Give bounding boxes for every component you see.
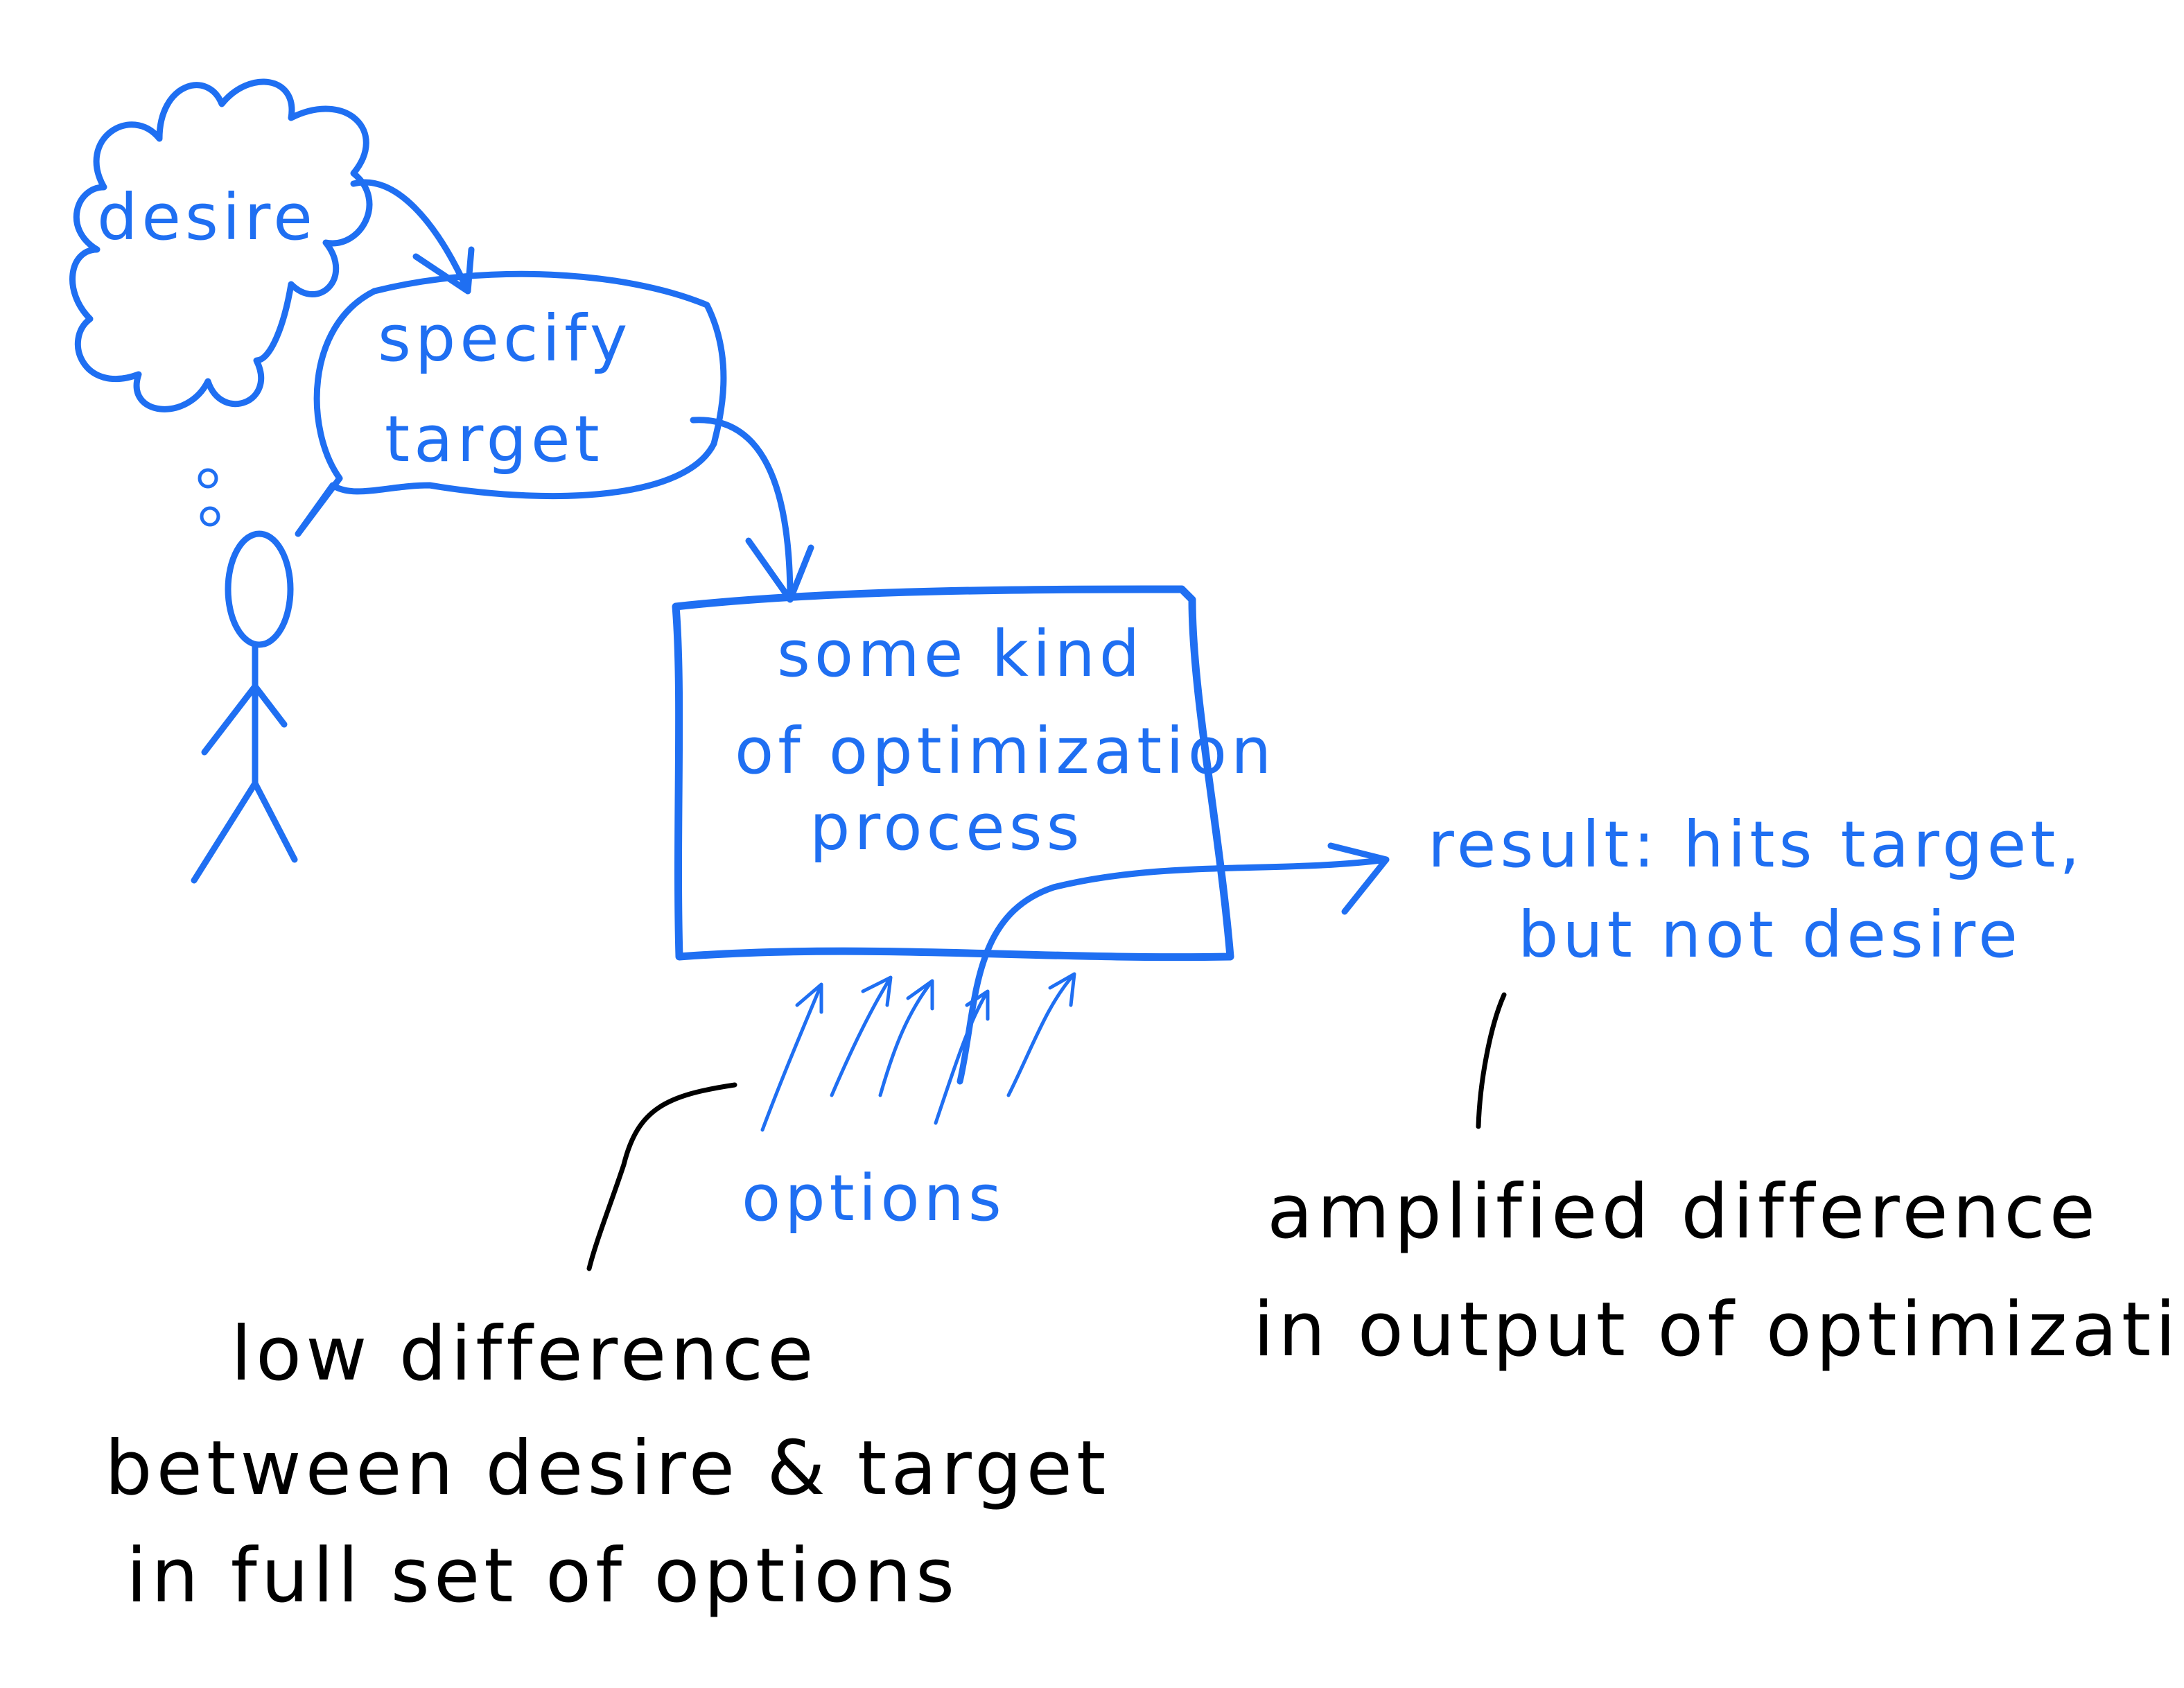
- annotation-right-line1: amplified difference: [1267, 1169, 2099, 1255]
- process-line3: process: [810, 790, 1084, 864]
- stick-figure: [191, 530, 298, 884]
- process-line2: of optimization: [735, 714, 1275, 788]
- option-arrows: [760, 972, 1076, 1132]
- speech-bubble-shape: [295, 270, 727, 537]
- annotation-left-line3: in full set of options: [126, 1533, 959, 1619]
- pointer-line-left: [586, 1082, 737, 1271]
- thought-cloud-shape: [69, 78, 373, 412]
- annotation-right-line2: in output of optimization: [1253, 1287, 2184, 1373]
- result-line1: result: hits target,: [1428, 808, 2084, 882]
- annotation-left-line2: between desire & target: [105, 1425, 1110, 1512]
- pointer-line-right: [1476, 992, 1507, 1129]
- thought-cloud-label: desire: [97, 180, 317, 254]
- result-line2: but not desire: [1518, 898, 2022, 972]
- speech-bubble-line1: specify: [378, 302, 631, 376]
- thought-dot-1: [198, 468, 218, 489]
- options-label: options: [742, 1161, 1006, 1235]
- process-box: [672, 585, 1234, 962]
- process-line1: some kind: [777, 617, 1144, 691]
- arrow-desire-to-specify: [350, 179, 475, 295]
- thought-dot-2: [200, 506, 220, 527]
- arrow-process-to-result: [956, 842, 1390, 1085]
- annotation-left-line1: low difference: [231, 1311, 818, 1398]
- speech-bubble-line2: target: [385, 402, 604, 476]
